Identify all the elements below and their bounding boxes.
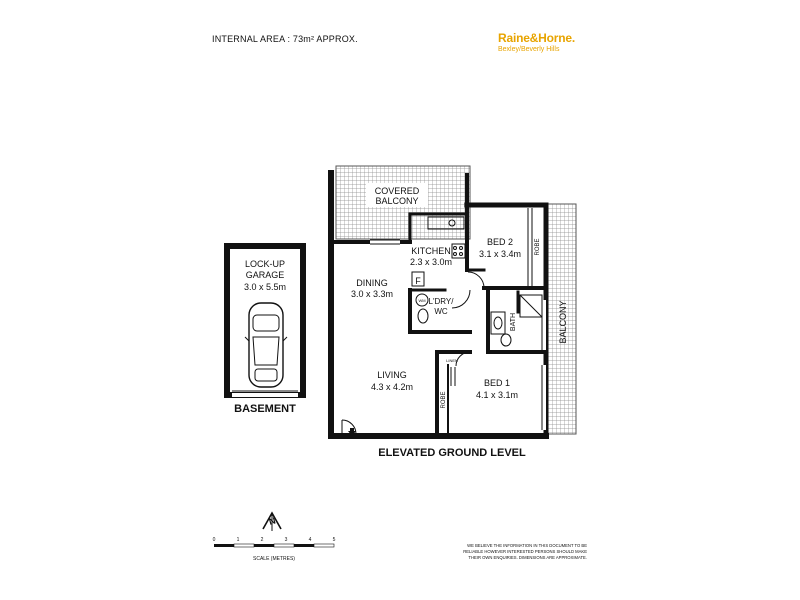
laundry-fittings <box>415 289 471 324</box>
basement-label: BASEMENT <box>234 403 296 415</box>
dining-size: 3.0 x 3.3m <box>351 289 393 299</box>
garage <box>224 243 306 398</box>
entry-arrow-icon <box>348 428 356 436</box>
bath-toilet-icon <box>500 333 512 347</box>
logo-brand: Raine&Horne. <box>498 31 575 45</box>
scale-bar <box>214 543 335 548</box>
shower-icon <box>519 294 543 318</box>
bed2-size: 3.1 x 3.4m <box>479 249 521 259</box>
fridge-label: F <box>415 276 421 286</box>
bed1-size: 4.1 x 3.1m <box>476 390 518 400</box>
disclaimer-line-3: THEIR OWN ENQUIRIES. DIMENSIONS ARE APPR… <box>468 555 587 560</box>
kitchen-size: 2.3 x 3.0m <box>410 257 452 267</box>
internal-area-note: INTERNAL AREA : 73m² APPROX. <box>212 34 358 44</box>
covered-balcony-label-1: COVERED <box>375 186 420 196</box>
side-balcony <box>547 203 577 435</box>
car-icon <box>244 302 288 388</box>
covered-balcony-label-2: BALCONY <box>375 196 418 206</box>
bed2-label: BED 2 <box>487 237 513 247</box>
scale-tick-label: 1 <box>237 537 240 543</box>
living-size: 4.3 x 4.2m <box>371 382 413 392</box>
scale-tick-label: 4 <box>309 537 312 543</box>
scale-tick-label: 2 <box>261 537 264 543</box>
dining-label: DINING <box>356 278 388 288</box>
bath-label: BATH <box>510 313 517 331</box>
balcony-label: BALCONY <box>558 300 568 343</box>
garage-title-2: GARAGE <box>246 270 285 280</box>
level-label: ELEVATED GROUND LEVEL <box>378 447 526 459</box>
laundry-label-1: L'DRY/ <box>429 297 455 306</box>
scale-tick-label: 0 <box>213 537 216 543</box>
kitchen-label: KITCHEN <box>411 246 451 256</box>
garage-title-1: LOCK-UP <box>245 259 285 269</box>
washer-label: WM <box>418 298 425 303</box>
scale-label: SCALE (METRES) <box>253 556 295 562</box>
vanity-icon <box>490 311 506 335</box>
north-arrow-icon <box>262 511 282 531</box>
garage-size: 3.0 x 5.5m <box>244 282 286 292</box>
disclaimer-line-1: WE BELIEVE THE INFORMATION IN THIS DOCUM… <box>467 543 587 548</box>
logo-office: Bexley/Beverly Hills <box>498 46 560 53</box>
disclaimer-line-2: RELIABLE HOWEVER INTERESTED PERSONS SHOU… <box>463 549 587 554</box>
doors <box>341 271 485 435</box>
toilet-icon <box>417 308 429 324</box>
linen-label: LINEN <box>446 358 458 363</box>
windows <box>370 208 549 430</box>
living-label: LIVING <box>377 370 407 380</box>
bed1-label: BED 1 <box>484 378 510 388</box>
scale-tick-label: 5 <box>333 537 336 543</box>
bath-fittings <box>490 294 543 347</box>
north-label: N <box>268 515 277 526</box>
kitchen-fittings <box>411 216 466 287</box>
washer-icon <box>415 293 429 307</box>
agency-logo: Raine&Horne. Bexley/Beverly Hills <box>498 31 575 53</box>
laundry-label-2: WC <box>434 307 448 316</box>
scale-tick-label: 3 <box>285 537 288 543</box>
bed2-robe-label: ROBE <box>535 238 541 255</box>
bed1-robe-label: ROBE <box>441 391 447 408</box>
